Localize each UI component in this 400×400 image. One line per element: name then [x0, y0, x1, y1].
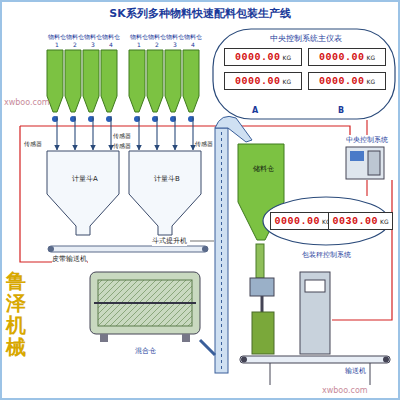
bin-name: 物料仓 — [46, 34, 68, 41]
connector — [138, 116, 139, 150]
belt-conveyor — [48, 246, 208, 252]
bin-shape — [182, 34, 200, 116]
bin-number: 3 — [164, 41, 186, 48]
part-label: 传感器 — [113, 142, 131, 151]
part-label: A — [252, 106, 258, 115]
part-label: 斗式提升机 — [152, 237, 187, 246]
bin-node: 物料仓4 — [182, 34, 204, 116]
connector — [74, 116, 75, 150]
title: SK系列多种物料快速配料包装生产线 — [0, 6, 400, 21]
panel-heading: 中央控制系统主仪表 — [212, 33, 400, 44]
display-digits: 0000.00 — [319, 76, 365, 87]
part-label: B — [338, 106, 344, 115]
mixer-name: 混合仓 — [88, 346, 202, 356]
disp-node: 0000.00KG — [270, 212, 335, 230]
watermark: xwboo.com — [4, 98, 50, 107]
bin-name: 物料仓 — [64, 34, 86, 41]
connector — [56, 116, 57, 150]
bin-number: 2 — [64, 41, 86, 48]
bin-number: 4 — [100, 41, 122, 48]
mixer-node: 混合仓 — [88, 270, 202, 362]
connector — [156, 116, 157, 150]
bin-name: 物料仓 — [164, 34, 186, 41]
watermark: 鲁泽机械 — [6, 270, 26, 358]
panel-node: 中央控制系统主仪表0000.00KG0000.00KG0000.00KG0000… — [212, 28, 400, 120]
connector — [110, 116, 111, 150]
bin-number: 4 — [182, 41, 204, 48]
part-label: 传感器 — [113, 132, 131, 141]
bin-name: 物料仓 — [82, 34, 104, 41]
display-unit: KG — [282, 54, 291, 61]
bin-shape — [64, 34, 82, 116]
bin-shape — [100, 34, 118, 116]
storage-name: 储料仓 — [234, 164, 292, 174]
bin-number: 3 — [82, 41, 104, 48]
display-digits: 0000.00 — [235, 76, 281, 87]
bin-shape — [82, 34, 100, 116]
part-label: 传感器 — [195, 140, 213, 149]
hopper-name: 计量斗A — [46, 174, 124, 184]
bin-node: 物料仓4 — [100, 34, 122, 116]
bin-shape — [146, 34, 164, 116]
display-unit: KG — [366, 78, 375, 85]
disp-node: 0000.00KG — [308, 72, 386, 90]
part-label: 传感器 — [24, 140, 42, 149]
display-digits: 0000.00 — [235, 52, 281, 63]
display-unit: KG — [366, 54, 375, 61]
packctrl-node: 包装秤控制系统0000.00KG0030.00KG — [262, 196, 390, 266]
bin-shape — [164, 34, 182, 116]
scale-control-name: 包装秤控制系统 — [262, 250, 390, 260]
bin-name: 物料仓 — [146, 34, 168, 41]
disp-node: 0000.00KG — [224, 72, 302, 90]
display-digits: 0000.00 — [319, 52, 365, 63]
hopper-name: 计量斗B — [128, 174, 206, 184]
hopper-node: 计量斗B — [128, 150, 206, 236]
bin-name: 物料仓 — [182, 34, 204, 41]
watermark: xwboo.com — [322, 386, 368, 395]
bin-name: 物料仓 — [100, 34, 122, 41]
discharge-pipe — [256, 244, 264, 278]
disp-node: 0030.00KG — [328, 212, 393, 230]
part-label: 输送机 — [345, 366, 366, 376]
disp-node: 0000.00KG — [308, 48, 386, 66]
display-unit: KG — [380, 218, 389, 225]
connector — [366, 180, 367, 196]
bin-number: 1 — [128, 41, 150, 48]
connector — [366, 120, 367, 135]
cabinet-name: 中央控制系统 — [336, 135, 398, 145]
display-digits: 0000.00 — [274, 216, 320, 227]
weigh-hopper — [128, 150, 202, 236]
connector — [174, 116, 175, 150]
connector — [192, 116, 193, 150]
part-label: 皮带输送机 — [52, 255, 87, 264]
bin-shape — [128, 34, 146, 116]
weigh-hopper — [46, 150, 120, 236]
bin-number: 1 — [46, 41, 68, 48]
bin-name: 物料仓 — [128, 34, 150, 41]
disp-node: 0000.00KG — [224, 48, 302, 66]
display-unit: KG — [282, 78, 291, 85]
packaging-machine — [240, 272, 390, 385]
control-wires — [20, 126, 392, 320]
leader-line — [190, 241, 214, 242]
connector — [92, 116, 93, 150]
bin-number: 2 — [146, 41, 168, 48]
cabinet-node: 中央控制系统 — [336, 135, 398, 180]
feed-valves — [52, 116, 194, 122]
hopper-node: 计量斗A — [46, 150, 124, 236]
display-digits: 0030.00 — [332, 216, 378, 227]
